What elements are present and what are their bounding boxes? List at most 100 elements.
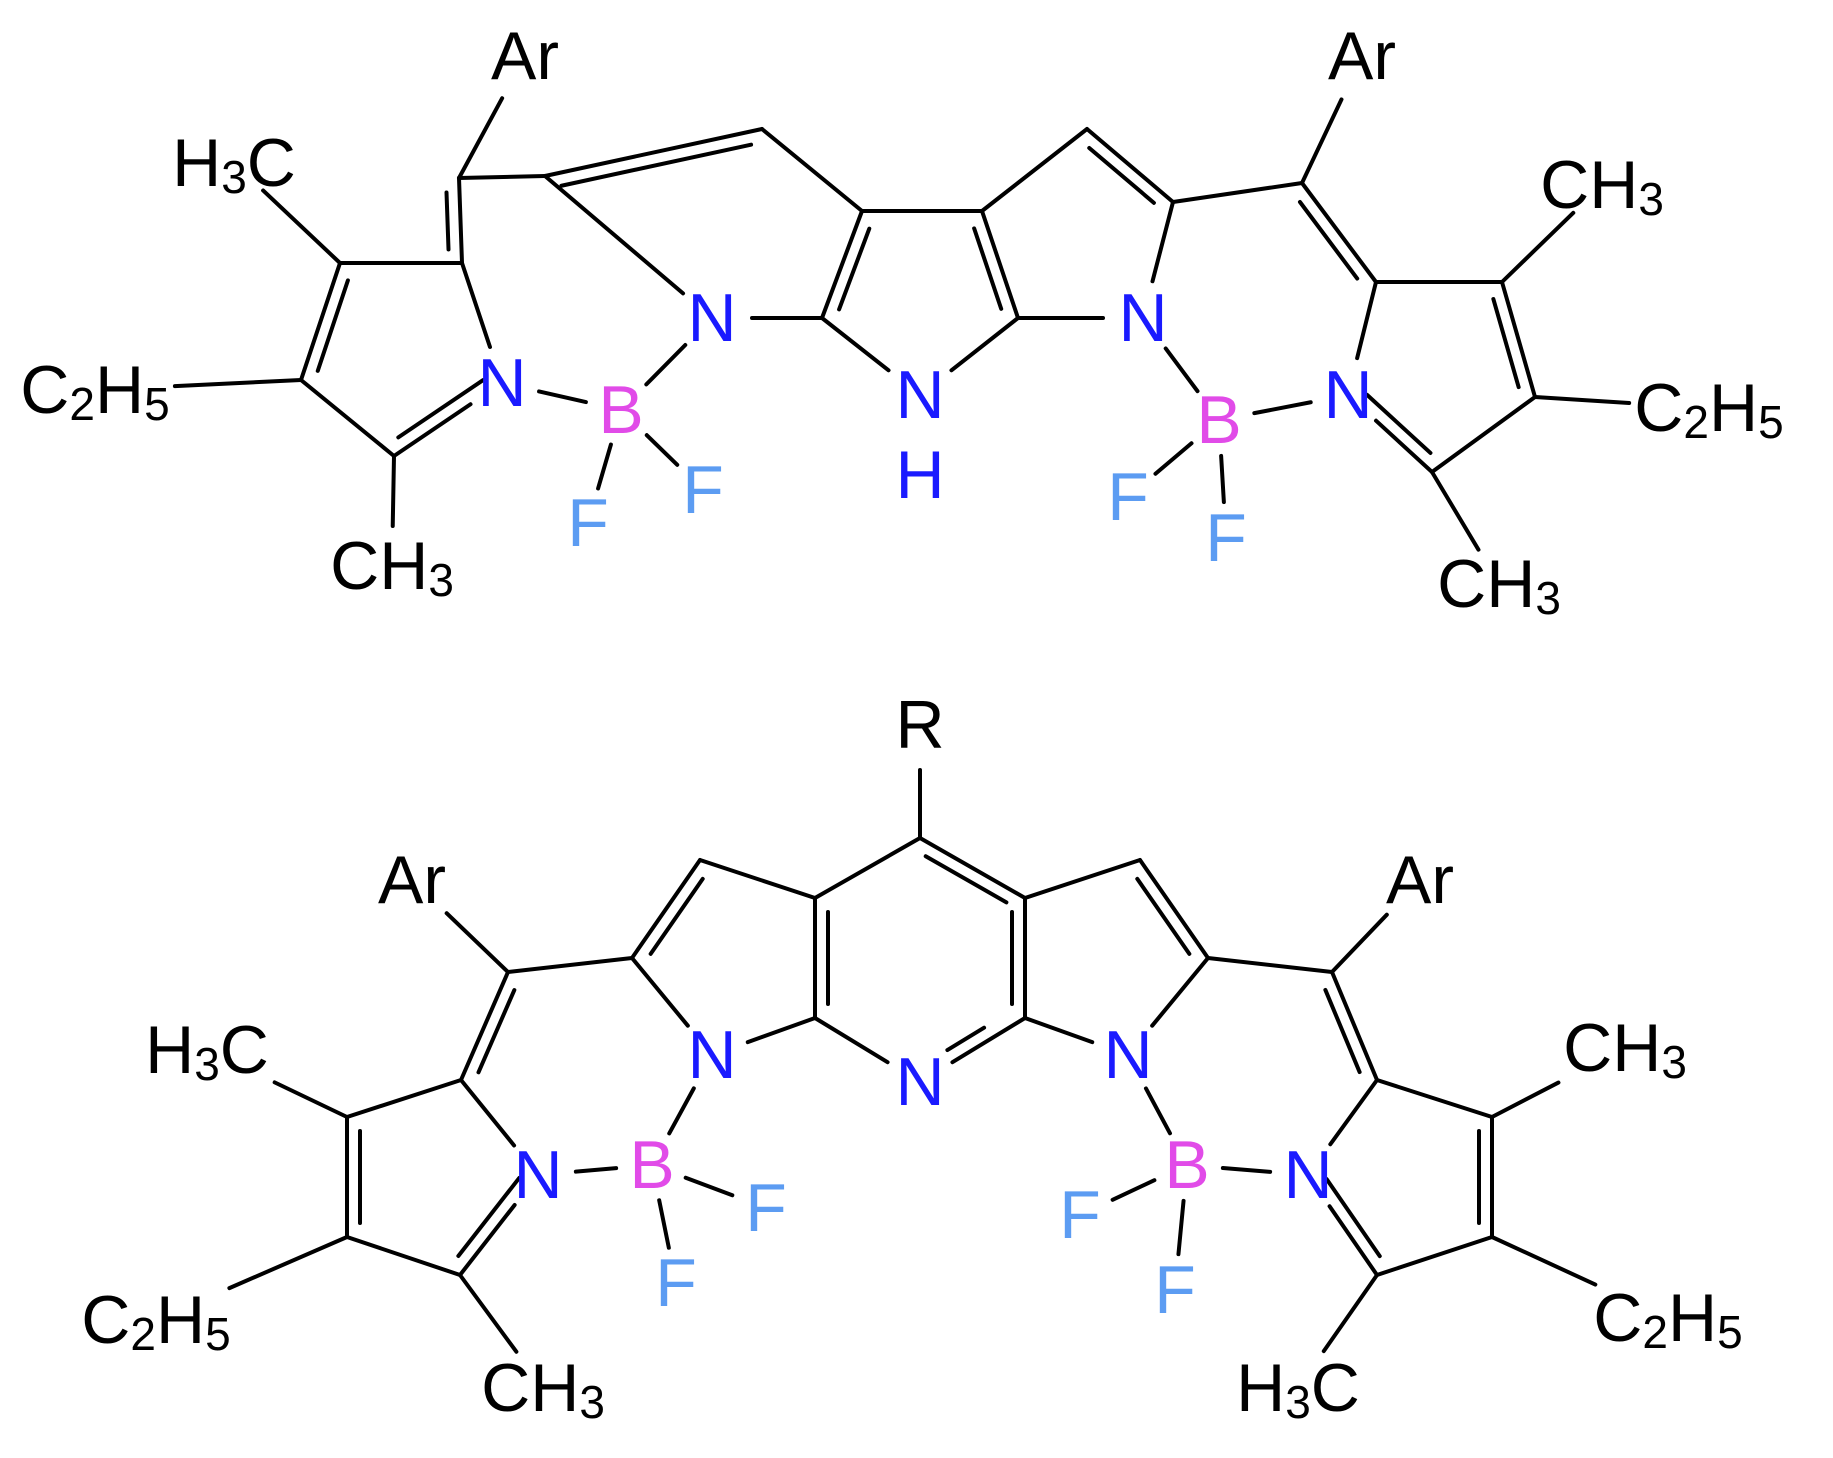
bond-CMB-CPL1 bbox=[457, 176, 464, 265]
double-bond-inner-CPL2-CPL3 bbox=[315, 278, 350, 373]
atom-boron: B bbox=[1164, 1127, 1209, 1203]
bond-CR-CPL bbox=[813, 836, 922, 900]
atom-boron: B bbox=[1196, 382, 1241, 458]
atom-nitrogen: N bbox=[1283, 1137, 1332, 1213]
bond-BL-FL1 bbox=[596, 442, 613, 491]
bond-CTL-CC1 bbox=[760, 127, 864, 213]
double-bond-inner-CMR4-NRO bbox=[1324, 1177, 1382, 1259]
label-methyl: H3C bbox=[172, 125, 296, 203]
bond-NRO-CPR1 bbox=[1355, 280, 1378, 361]
bond-NC-CNR bbox=[950, 1016, 1027, 1065]
bond-CC2-CTR bbox=[980, 127, 1089, 213]
bond-NRO-BR bbox=[1220, 1165, 1273, 1174]
atom-nitrogen: N bbox=[513, 1137, 562, 1213]
bond-CML4-NLO bbox=[458, 1202, 517, 1277]
bond-NLO-BL bbox=[537, 389, 588, 405]
bond-BR-FR1 bbox=[1110, 1178, 1157, 1202]
double-bond-inner-NC-CNR bbox=[945, 1025, 987, 1053]
bond-NRO-BR bbox=[1252, 400, 1313, 416]
bond-CML2-H3CL bbox=[272, 1080, 349, 1119]
bond-CPL2-H3CL bbox=[261, 188, 342, 265]
label-ethyl: C2H5 bbox=[20, 352, 169, 430]
bond-CAL-NLI bbox=[630, 956, 690, 1028]
atom-nitrogen: N bbox=[895, 1044, 944, 1120]
atom-boron: B bbox=[629, 1127, 674, 1203]
atom-boron: B bbox=[598, 372, 643, 448]
bond-NLI-BL bbox=[667, 1086, 696, 1136]
bond-NRI-BR bbox=[1163, 346, 1200, 394]
bond-CMR1-CMR2 bbox=[1375, 1078, 1494, 1119]
bond-CAL-CMB bbox=[506, 956, 634, 974]
label-ar: Ar bbox=[1386, 842, 1454, 918]
bond-CPR3-CPR4 bbox=[1430, 395, 1537, 474]
bond-NLO-BL bbox=[573, 1166, 619, 1174]
atom-nitrogen: N bbox=[1118, 280, 1167, 356]
bond-CAL-CTL bbox=[543, 127, 764, 178]
bond-CNR-NRI bbox=[1023, 1016, 1095, 1045]
bond-CMB-ARL bbox=[457, 96, 505, 180]
label-methyl: CH3 bbox=[1437, 546, 1561, 624]
bond-NRI-BR bbox=[1143, 1086, 1172, 1136]
bond-CC1-CNL bbox=[820, 209, 864, 320]
double-bond-inner-CMB-CML1 bbox=[476, 988, 517, 1075]
label-ar: Ar bbox=[378, 842, 446, 918]
double-bond-inner-CC1-CNL bbox=[837, 226, 872, 312]
double-bond-inner-CTL-CAL bbox=[648, 876, 705, 956]
bond-NLI-CAL bbox=[543, 174, 686, 296]
double-bond-inner-CML4-NLO bbox=[456, 1176, 522, 1258]
atom-fluorine: F bbox=[1205, 500, 1247, 576]
bond-CTR-CAR bbox=[1085, 127, 1175, 204]
atom-fluorine: F bbox=[682, 452, 724, 528]
bond-NLO-CML1 bbox=[459, 1078, 517, 1148]
double-bond-inner-CPL4-NLO bbox=[396, 378, 486, 440]
label-methyl: CH3 bbox=[1540, 147, 1664, 225]
bond-CNL-NH bbox=[820, 316, 891, 373]
bond-CPL4-NLO bbox=[392, 402, 473, 458]
bond-CMR3-CMR4 bbox=[1375, 1235, 1494, 1277]
bond-BR-FR2 bbox=[1176, 1198, 1186, 1257]
bond-CMR-ARR bbox=[1330, 912, 1389, 974]
double-bond-inner-CMT-CPR1 bbox=[1297, 199, 1360, 281]
bond-CMR3-C2H5R bbox=[1490, 1235, 1598, 1287]
label-ar: Ar bbox=[1328, 18, 1396, 94]
bond-CMT-CPR1 bbox=[1300, 181, 1378, 284]
bond-CML3-CML4 bbox=[345, 1235, 462, 1277]
atom-fluorine: F bbox=[655, 1245, 697, 1321]
atom-fluorine: F bbox=[1059, 1177, 1101, 1253]
bond-CAR-CMT bbox=[1171, 181, 1304, 204]
bond-CNL-NC bbox=[813, 1016, 890, 1065]
bond-CPR4-NRO bbox=[1374, 418, 1434, 474]
atom-nitrogen: N bbox=[687, 280, 736, 356]
bond-CC2-CNR bbox=[980, 209, 1020, 320]
double-bond-inner-CC2-CNR bbox=[972, 226, 1004, 311]
bond-CTR-CAR bbox=[1138, 858, 1210, 960]
bond-CMR4-NRO bbox=[1327, 1204, 1379, 1277]
bond-CML1-CML2 bbox=[345, 1078, 463, 1119]
bond-BR-FR2 bbox=[1219, 453, 1226, 505]
atom-hydrogen: H bbox=[895, 437, 944, 513]
double-bond-inner-CPR4-NRO bbox=[1365, 392, 1433, 455]
label-methyl: CH3 bbox=[481, 1350, 605, 1428]
bond-CPL-CTL bbox=[698, 858, 817, 900]
atom-fluorine: F bbox=[1154, 1252, 1196, 1328]
bond-CTL-CAL bbox=[630, 858, 702, 960]
label-methyl: CH3 bbox=[330, 528, 454, 606]
bond-CMB-CML1 bbox=[459, 970, 510, 1082]
bond-CPL3-C2H5L bbox=[172, 378, 303, 389]
atom-fluorine: F bbox=[567, 485, 609, 561]
atom-nitrogen: N bbox=[687, 1017, 736, 1093]
double-bond-inner-CR-CPR bbox=[923, 854, 1009, 905]
bond-NRO-CMR1 bbox=[1328, 1078, 1379, 1147]
bond-CPR4-CH3RB bbox=[1430, 470, 1481, 552]
atom-fluorine: F bbox=[745, 1170, 787, 1246]
bond-NLO-CPL1 bbox=[460, 261, 492, 349]
bond-BR-FR1 bbox=[1153, 441, 1194, 476]
bond-CAR-NRI bbox=[1150, 200, 1175, 284]
label-ar: Ar bbox=[491, 18, 559, 94]
bond-CMT-ARR bbox=[1300, 97, 1344, 185]
label-ethyl: C2H5 bbox=[81, 1282, 230, 1360]
bond-CPR2-CPR3 bbox=[1500, 280, 1537, 399]
bond-CMR4-H3CRB bbox=[1321, 1273, 1379, 1354]
bond-CAR-NRI bbox=[1150, 956, 1210, 1028]
